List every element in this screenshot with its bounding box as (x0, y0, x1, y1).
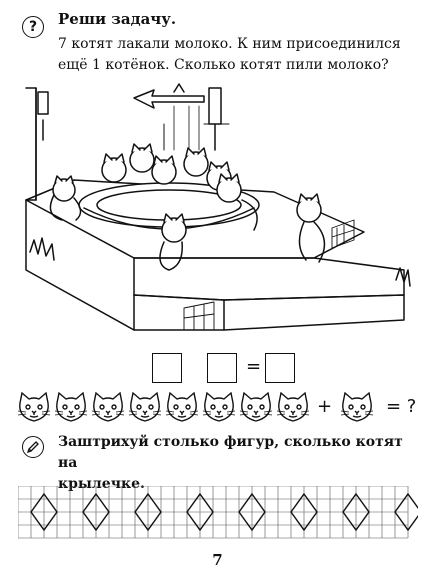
cat-face-icon (276, 391, 310, 422)
diamond-shape[interactable] (342, 492, 370, 532)
cat-faces-row: + = ? (14, 390, 424, 430)
diamond-shape[interactable] (134, 492, 162, 532)
task-text-line-2: ещё 1 котёнок. Сколько котят пили молоко… (58, 57, 389, 73)
plus-sign: + (317, 396, 333, 417)
cat-face-icon (91, 391, 125, 422)
cat-face-icon (239, 391, 273, 422)
task-text-line-1: 7 котят лакали молоко. К ним присоединил… (58, 36, 401, 52)
cat-face-icon (165, 391, 199, 422)
task2-line-2: крылечке. (58, 476, 145, 492)
answer-box-3[interactable] (265, 353, 295, 383)
task-text: 7 котят лакали молоко. К ним присоединил… (58, 34, 418, 76)
cat-face-icon (17, 391, 51, 422)
task-title: Реши задачу. (58, 10, 177, 28)
page-number: 7 (212, 551, 223, 569)
kittens-drinking-milk-illustration (25, 83, 411, 331)
diamond-shape[interactable] (238, 492, 266, 532)
cat-face-icon (54, 391, 88, 422)
answer-box-2[interactable] (207, 353, 237, 383)
question-badge: ? (22, 16, 44, 38)
answer-box-1[interactable] (152, 353, 182, 383)
equals-sign: = (246, 356, 262, 377)
diamond-shape[interactable] (290, 492, 318, 532)
task2-text: Заштрихуй столько фигур, сколько котят н… (58, 432, 418, 495)
cat-face-icon (340, 391, 374, 422)
shading-grid (18, 486, 418, 539)
pencil-icon (26, 441, 39, 454)
task2-line-1: Заштрихуй столько фигур, сколько котят н… (58, 434, 403, 471)
cat-face-icon (128, 391, 162, 422)
diamond-shape[interactable] (394, 492, 418, 532)
pencil-badge (22, 436, 44, 458)
cat-face-icon (202, 391, 236, 422)
diamond-shape[interactable] (186, 492, 214, 532)
question-mark: ? (28, 19, 38, 35)
equals-question: = ? (386, 396, 417, 417)
diamond-shape[interactable] (82, 492, 110, 532)
diamond-shape[interactable] (30, 492, 58, 532)
equation-row: = (0, 351, 435, 387)
